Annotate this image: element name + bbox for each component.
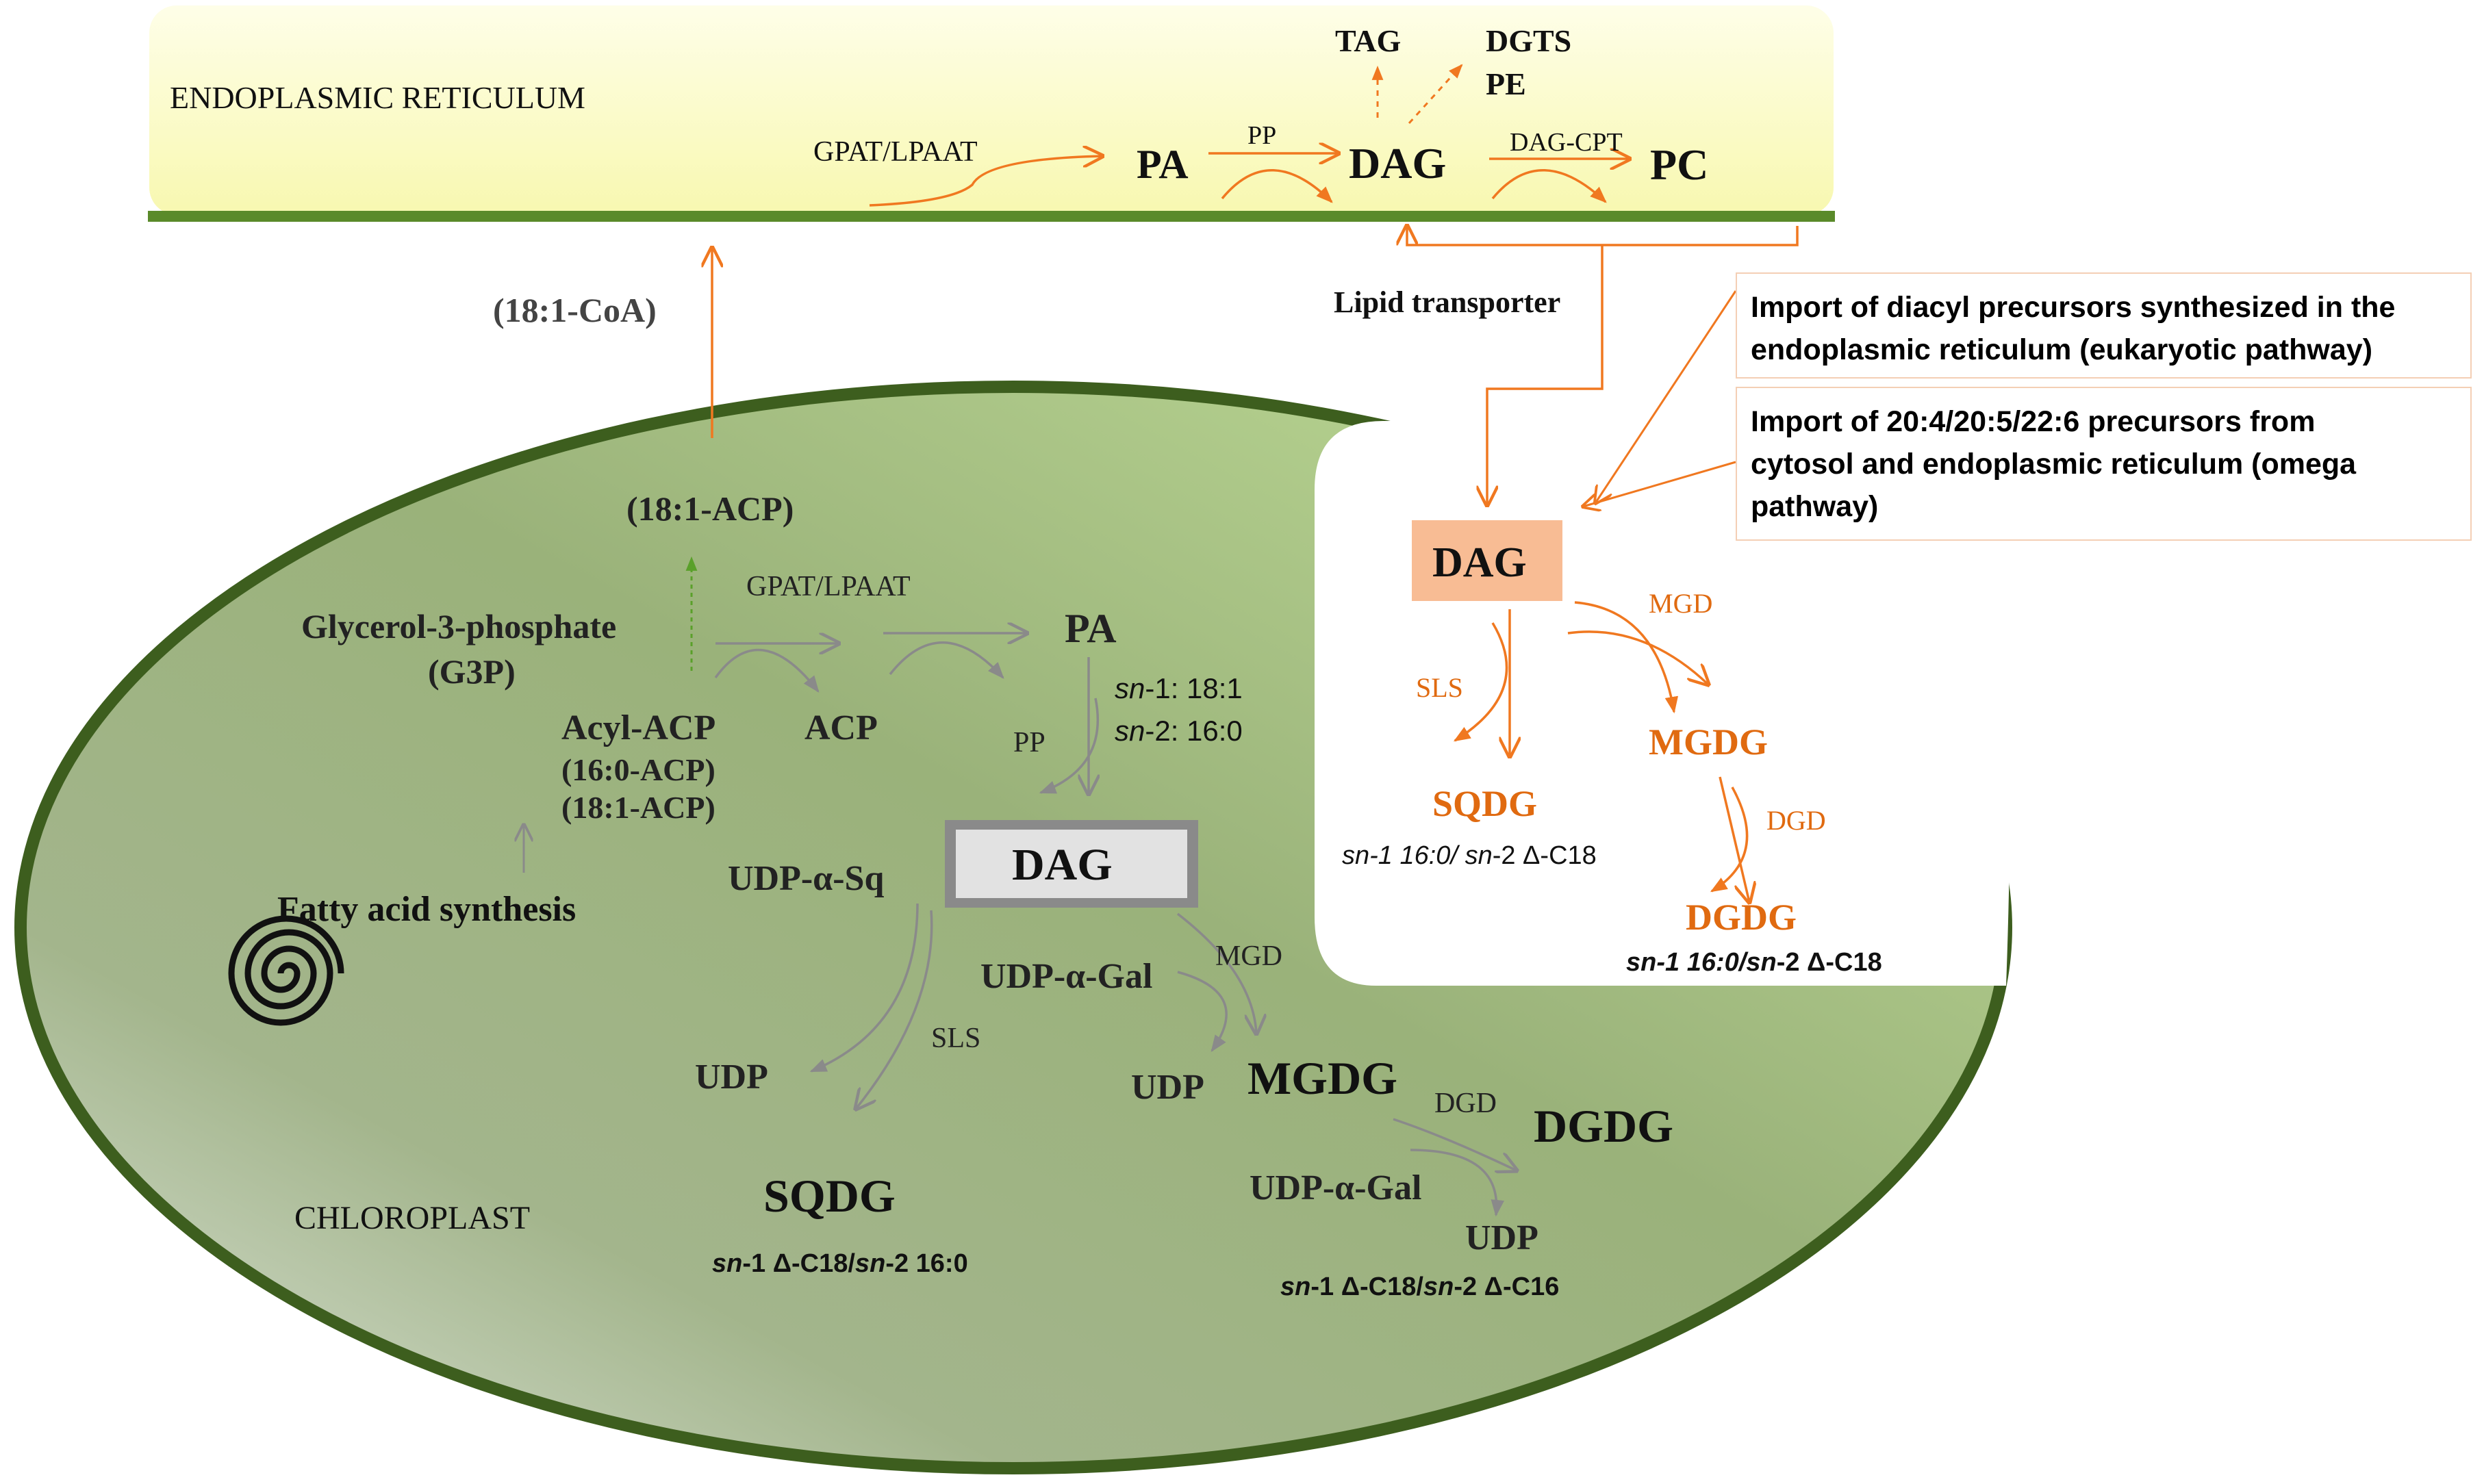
mgd-label-euk: MGD <box>1649 588 1712 619</box>
note-omega-line3: pathway) <box>1751 490 1879 523</box>
note-omega-line1: Import of 20:4/20:5/22:6 precursors from <box>1751 405 2316 438</box>
acp-181-top: (18:1-ACP) <box>626 489 794 528</box>
mgdg-chl: MGDG <box>1247 1052 1397 1104</box>
note-eukaryotic-pathway: Import of diacyl precursors synthesized … <box>1736 272 2472 379</box>
arrow-acp-curve <box>714 648 820 693</box>
dag-euk: DAG <box>1432 539 1527 586</box>
sqdg-euk-composition: sn-1 16:0/ sn-2 Δ-C18 <box>1342 841 1597 870</box>
arrow-er-gpat <box>869 156 1102 207</box>
er-membrane <box>148 211 1835 222</box>
er-dgts: DGTS <box>1486 23 1571 58</box>
arrow-euk-dgdg <box>1719 776 1749 902</box>
er-pa: PA <box>1137 142 1189 187</box>
acp-label: ACP <box>804 708 878 747</box>
sqdg-chl: SQDG <box>763 1170 896 1222</box>
dgdg-chl: DGDG <box>1534 1100 1673 1152</box>
sqdg-euk: SQDG <box>1432 783 1537 824</box>
arrow-mgdg <box>1176 912 1256 1034</box>
pa-chl: PA <box>1065 606 1117 651</box>
sls-label-chl: SLS <box>931 1023 980 1054</box>
er-pe: PE <box>1486 66 1526 101</box>
arrow-udp-gal <box>1177 971 1228 1053</box>
arrow-er-dagcpt <box>1491 169 1607 203</box>
arrow-er-pp <box>1221 169 1333 203</box>
er-region <box>149 5 1834 215</box>
arrow-euk-sls-curve <box>1453 622 1508 742</box>
dgd-label-euk: DGD <box>1766 805 1826 836</box>
g3p-line1: Glycerol-3-phosphate <box>301 607 616 645</box>
transporter-bracket <box>1407 226 1799 246</box>
sls-label-euk: SLS <box>1416 672 1463 703</box>
dag-box-eukaryotic <box>1412 520 1562 601</box>
mgd-label-chl: MGD <box>1215 941 1282 972</box>
udp-gal: UDP-α-Gal <box>980 957 1152 996</box>
note-eukaryotic-line1: Import of diacyl precursors synthesized … <box>1751 291 2396 324</box>
coa-label: (18:1-CoA) <box>493 291 657 329</box>
note-omega-line2: cytosol and endoplasmic reticulum (omega <box>1751 448 2357 481</box>
udp-sq: UDP-α-Sq <box>728 859 884 898</box>
note-eukaryotic-line2: endoplasmic reticulum (eukaryotic pathwa… <box>1751 333 2373 366</box>
arrow-udp-sq <box>809 903 919 1073</box>
dgdg-chl-composition: sn-1 Δ-C18/sn-2 Δ-C16 <box>1280 1272 1559 1301</box>
arrow-sqdg <box>856 910 933 1109</box>
udp-2: UDP <box>1131 1068 1204 1107</box>
transporter-line <box>1487 245 1604 505</box>
arrow-gpat2-curve <box>889 641 1004 679</box>
pp-label-chl: PP <box>1013 727 1045 758</box>
gpat-label-chl: GPAT/LPAAT <box>746 571 911 602</box>
lipid-transporter-label: Lipid transporter <box>1334 285 1560 319</box>
sn1-composition: sn-1: 18:1 <box>1115 672 1243 704</box>
mgdg-euk: MGDG <box>1649 721 1768 763</box>
acp-181-bottom: (18:1-ACP) <box>561 790 715 825</box>
sn2-composition: sn-2: 16:0 <box>1115 715 1243 747</box>
g3p-line2: (G3P) <box>428 652 516 691</box>
arrow-note-eukaryotic <box>1595 290 1737 503</box>
er-dag: DAG <box>1349 139 1446 188</box>
udp-3: UDP <box>1465 1218 1538 1257</box>
er-pc: PC <box>1650 140 1708 189</box>
sqdg-chl-composition: sn-1 Δ-C18/sn-2 16:0 <box>712 1249 968 1278</box>
note-omega-pathway: Import of 20:4/20:5/22:6 precursors from… <box>1736 387 2472 541</box>
arrow-euk-mgd-curve <box>1574 601 1679 714</box>
er-tag: TAG <box>1335 23 1401 58</box>
acp-160: (16:0-ACP) <box>561 752 715 787</box>
er-title: ENDOPLASMIC RETICULUM <box>170 80 585 115</box>
spiral-icon <box>228 915 344 1026</box>
dgdg-euk: DGDG <box>1686 897 1797 938</box>
chloroplast-label: CHLOROPLAST <box>294 1200 530 1236</box>
er-gpat-label: GPAT/LPAAT <box>813 136 978 168</box>
er-dagcpt-label: DAG-CPT <box>1510 128 1623 157</box>
fatty-acid-synthesis: Fatty acid synthesis <box>277 890 576 929</box>
arrow-pp-curve <box>1039 698 1100 794</box>
arrow-note-omega <box>1583 461 1736 507</box>
dgdg-euk-composition: sn-1 16:0/sn-2 Δ-C18 <box>1626 948 1882 977</box>
er-pp-label: PP <box>1247 121 1276 150</box>
arrow-dgdg <box>1393 1118 1517 1170</box>
acyl-acp: Acyl-ACP <box>561 708 715 747</box>
arrow-udp-gal2 <box>1410 1149 1505 1217</box>
udp-1: UDP <box>695 1058 768 1097</box>
udp-gal-2: UDP-α-Gal <box>1250 1168 1421 1207</box>
dag-chl: DAG <box>1012 840 1113 890</box>
arrow-euk-dgd-curve <box>1710 786 1749 893</box>
arrow-euk-mgdg <box>1567 630 1708 685</box>
dgd-label-chl: DGD <box>1434 1088 1497 1119</box>
arrow-er-dgts <box>1408 64 1463 125</box>
